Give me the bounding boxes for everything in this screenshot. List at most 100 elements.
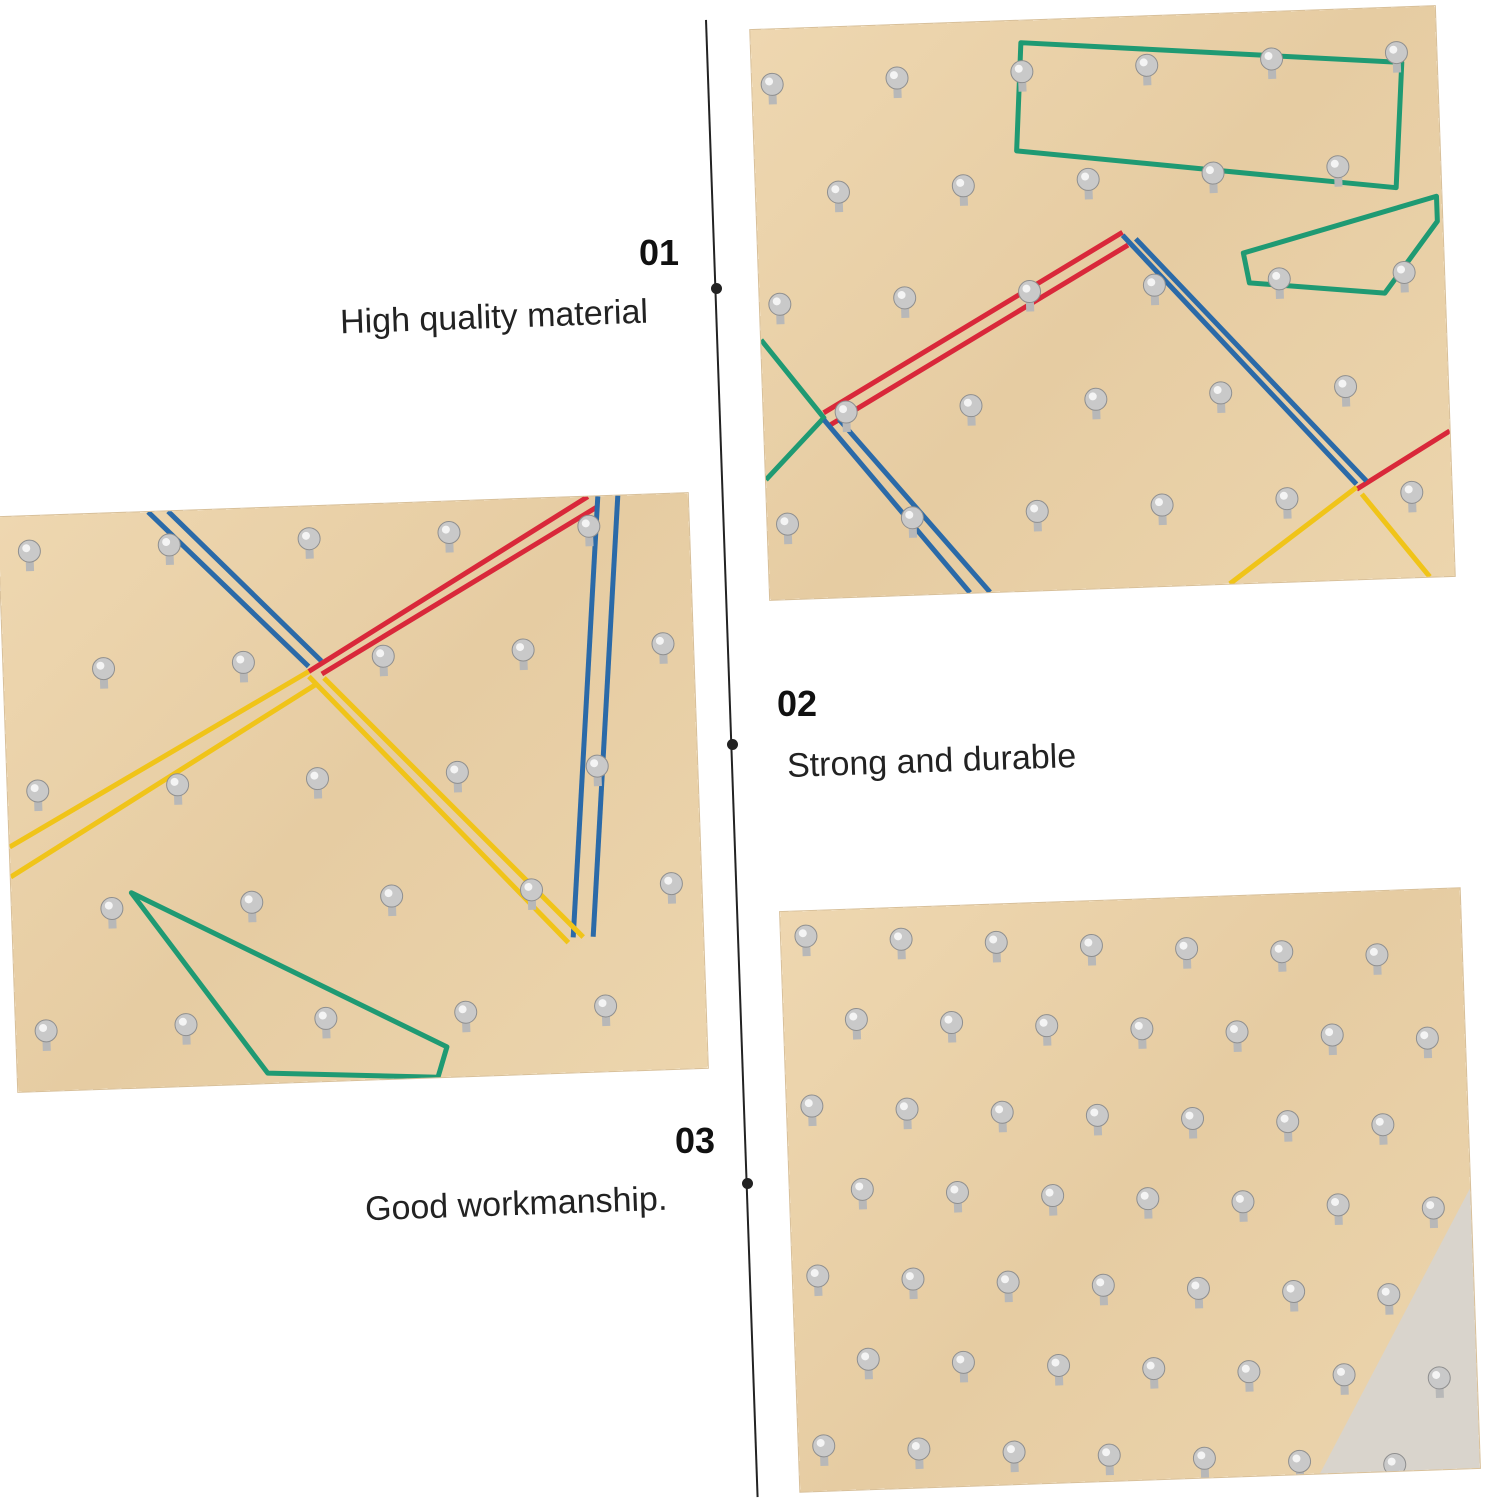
- peg: [889, 927, 913, 960]
- peg: [1002, 1440, 1026, 1473]
- band-green-edge: [759, 338, 827, 482]
- peg: [100, 896, 124, 929]
- peg: [157, 533, 181, 566]
- peg: [996, 1270, 1020, 1303]
- peg: [885, 66, 909, 99]
- peg: [1181, 1106, 1205, 1139]
- peg: [959, 394, 983, 426]
- timeline-dot-2: [727, 739, 738, 750]
- peg: [1150, 493, 1174, 526]
- peg: [1415, 1026, 1439, 1059]
- band-blue-4: [590, 495, 621, 937]
- geoboard-photo-3: [780, 888, 1480, 1492]
- peg: [1326, 1193, 1350, 1226]
- peg: [437, 520, 461, 553]
- peg: [1209, 381, 1233, 414]
- peg: [760, 72, 784, 105]
- peg: [240, 890, 264, 923]
- peg: [305, 767, 329, 799]
- peg: [1384, 41, 1408, 73]
- peg: [940, 1011, 964, 1043]
- peg: [1201, 161, 1225, 194]
- peg: [520, 878, 544, 910]
- peg: [1320, 1023, 1344, 1056]
- peg: [445, 760, 469, 793]
- peg: [166, 773, 190, 805]
- peg: [1186, 1276, 1210, 1309]
- timeline-divider: [705, 19, 759, 1498]
- peg: [1136, 1187, 1160, 1219]
- feature-number-2: 02: [777, 683, 818, 724]
- rubber-bands: [759, 40, 1455, 595]
- peg: [585, 754, 609, 787]
- board-edge: [1320, 1188, 1480, 1474]
- peg: [1130, 1017, 1154, 1049]
- peg: [1451, 148, 1455, 172]
- peg: [856, 1347, 880, 1380]
- peg: [1334, 375, 1358, 407]
- peg: [1142, 273, 1166, 306]
- peg: [577, 514, 601, 547]
- peg: [893, 286, 917, 319]
- peg: [1231, 1190, 1255, 1222]
- peg: [901, 1267, 925, 1300]
- peg: [794, 924, 818, 957]
- peg: [454, 1000, 478, 1033]
- peg: [1332, 1363, 1356, 1395]
- band-yellow-4: [322, 676, 585, 939]
- rubber-bands: [8, 494, 683, 1080]
- peg: [231, 650, 255, 683]
- band-blue-4: [837, 417, 992, 594]
- peg: [659, 872, 683, 904]
- peg: [1225, 1020, 1249, 1053]
- feature-number-1: 01: [639, 232, 680, 273]
- peg: [1371, 1113, 1395, 1145]
- band-yellow-1: [1228, 485, 1359, 586]
- timeline-dot-3: [742, 1178, 753, 1189]
- peg: [984, 930, 1008, 963]
- peg: [1282, 1279, 1306, 1312]
- band-blue-3: [570, 496, 601, 938]
- peg: [1427, 1366, 1451, 1399]
- peg: [907, 1437, 931, 1470]
- band-yellow-2: [1359, 492, 1432, 579]
- band-blue-1: [1120, 233, 1359, 486]
- peg: [1025, 499, 1049, 532]
- peg: [951, 174, 975, 206]
- peg: [594, 994, 618, 1027]
- peg: [380, 884, 404, 917]
- band-red-2: [827, 242, 1130, 428]
- peg: [990, 1100, 1014, 1133]
- peg: [1142, 1357, 1166, 1389]
- peg: [1377, 1283, 1401, 1315]
- band-red-2: [320, 504, 600, 677]
- peg: [1091, 1273, 1115, 1306]
- band-blue-2: [166, 509, 324, 663]
- peg: [1276, 1110, 1300, 1142]
- peg: [951, 1350, 975, 1383]
- peg: [834, 400, 858, 433]
- peg: [1175, 937, 1199, 969]
- band-blue-2: [1133, 237, 1369, 483]
- peg: [1288, 1449, 1312, 1482]
- band-yellow-2: [9, 682, 318, 880]
- peg: [800, 1094, 824, 1127]
- band-red-3: [1355, 428, 1452, 492]
- peg: [1400, 480, 1424, 513]
- feature-caption-1: High quality material: [339, 292, 649, 342]
- feature-caption-2: Strong and durable: [786, 736, 1077, 786]
- band-yellow-1: [8, 669, 311, 850]
- peg: [1079, 933, 1103, 966]
- peg: [768, 292, 792, 325]
- peg: [314, 1006, 338, 1039]
- peg: [26, 779, 50, 812]
- peg: [1041, 1184, 1065, 1216]
- peg: [850, 1177, 874, 1210]
- peg: [1421, 1196, 1445, 1229]
- peg: [371, 644, 395, 677]
- band-blue-3: [821, 418, 972, 595]
- geoboard-photo-2: [0, 493, 708, 1092]
- peg: [900, 506, 924, 538]
- band-blue-1: [146, 510, 311, 669]
- feature-number-3: 03: [675, 1120, 716, 1161]
